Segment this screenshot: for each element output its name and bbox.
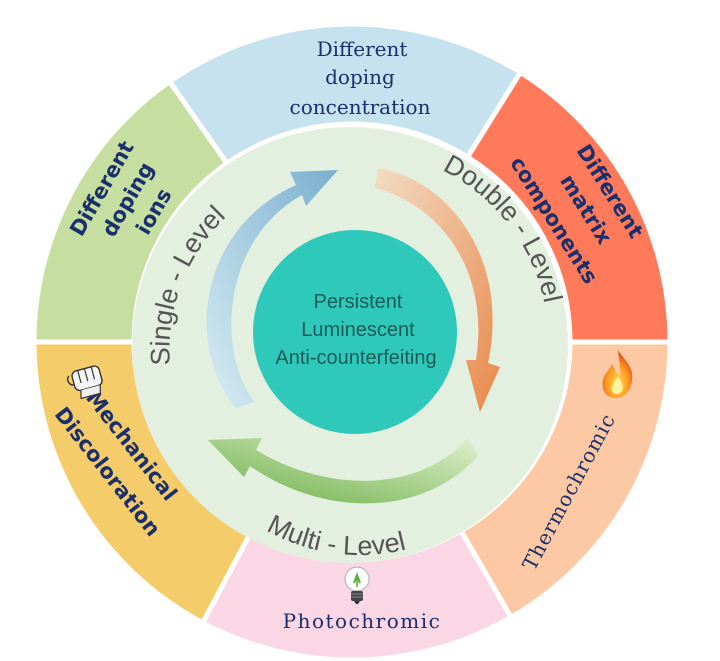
fist-icon [66,365,103,400]
single-level-arrow [206,170,338,408]
center-line-3: Anti-counterfeiting [275,347,436,369]
multi-level-arrow [208,438,478,504]
doping-concentration-line-1: Different [317,37,408,61]
center-line-1: Persistent [314,291,403,313]
flame-icon [602,350,633,398]
center-circle [253,230,457,434]
center-title: Persistent Luminescent Anti-counterfeiti… [275,291,436,369]
doping-concentration-line-3: concentration [290,95,431,119]
segment-doping-concentration [166,21,524,167]
bulb-icon [344,566,370,604]
double-level-arrow [375,168,500,412]
segment-doping-concentration-label: Different doping concentration [290,37,431,119]
level-arrows [206,168,500,504]
center-line-2: Luminescent [301,319,415,341]
doping-concentration-line-2: doping [325,65,395,89]
photochromic-label: Photochromic [283,609,442,633]
